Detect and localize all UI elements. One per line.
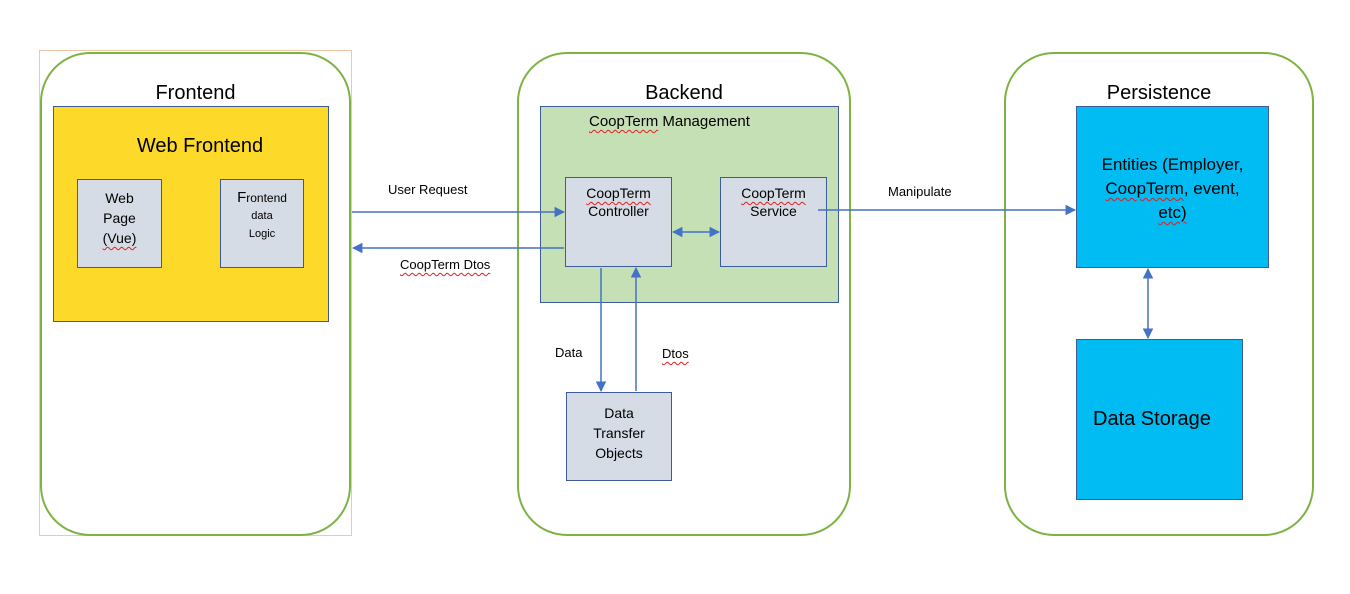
dtos-label: Dtos	[662, 346, 689, 361]
frontend-title: Frontend	[155, 82, 236, 104]
dto-box: Data Transfer Objects	[566, 392, 672, 481]
dto-line3: Objects	[595, 445, 643, 461]
frontend-logic-rest: rontend	[246, 191, 287, 205]
controller-box: CoopTerm Controller	[565, 177, 672, 267]
web-page-line1: Web	[105, 190, 134, 206]
dto-line2: Transfer	[593, 425, 645, 441]
controller-line1: CoopTerm	[586, 185, 651, 201]
entities-line1: Entities (Employer,	[1101, 155, 1244, 174]
dto-line1: Data	[604, 405, 634, 421]
frontend-logic-line1: Frontend	[237, 188, 287, 207]
entities-coopterm: CoopTerm	[1105, 179, 1184, 198]
controller-line2: Controller	[588, 203, 649, 219]
service-line1: CoopTerm	[741, 185, 806, 201]
entities-event: , event,	[1183, 179, 1240, 198]
coopterm-dtos-label: CoopTerm Dtos	[400, 257, 491, 272]
service-box: CoopTerm Service	[720, 177, 827, 267]
data-storage-box: Data Storage	[1076, 339, 1243, 500]
management-title-word1: CoopTerm	[589, 113, 659, 130]
frontend-logic-line3: Logic	[248, 228, 276, 240]
frontend-logic-initial: F	[237, 189, 247, 206]
management-title-word2: Management	[658, 113, 750, 130]
web-page-box: Web Page (Vue)	[77, 179, 162, 268]
backend-title: Backend	[645, 82, 723, 104]
entities-box: Entities (Employer, CoopTerm, event, etc…	[1076, 106, 1269, 268]
persistence-title: Persistence	[1106, 82, 1212, 104]
service-line2: Service	[750, 203, 797, 219]
web-page-line2: Page	[103, 210, 136, 226]
management-title: CoopTerm Management	[589, 113, 750, 130]
manipulate-label: Manipulate	[888, 184, 952, 199]
web-page-line3: (Vue)	[102, 230, 137, 246]
frontend-logic-line2: data	[251, 210, 273, 222]
web-frontend-title: Web Frontend	[136, 135, 264, 157]
data-storage-label: Data Storage	[1093, 408, 1211, 430]
entities-line2: CoopTerm, event,	[1077, 177, 1268, 201]
entities-line3: etc)	[1158, 203, 1187, 222]
data-label: Data	[555, 345, 583, 360]
frontend-logic-box: Frontend data Logic	[220, 179, 304, 268]
user-request-label: User Request	[388, 182, 468, 197]
